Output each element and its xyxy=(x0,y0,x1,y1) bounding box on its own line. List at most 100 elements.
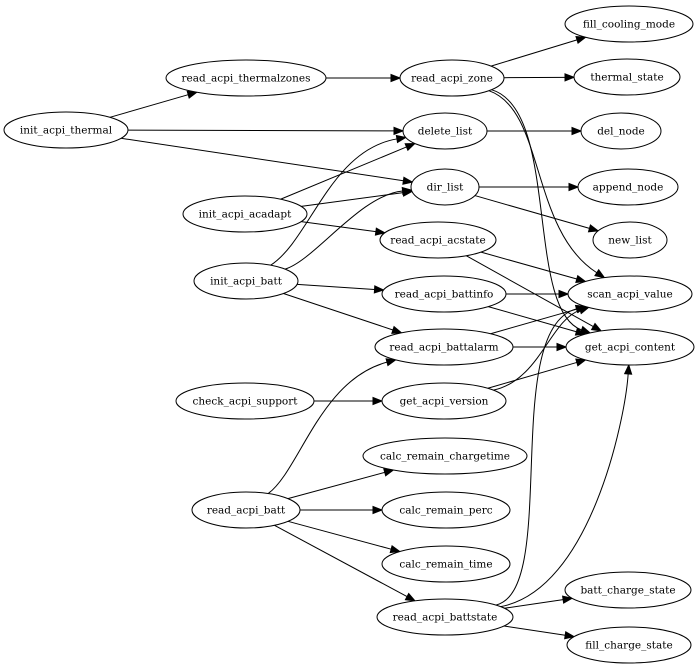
edge-line xyxy=(281,147,407,199)
node-label: batt_charge_state xyxy=(580,585,675,597)
node-label: calc_remain_chargetime xyxy=(380,451,510,463)
edge-dir_list-to-new_list xyxy=(475,196,598,232)
node-label: init_acpi_thermal xyxy=(20,125,113,137)
node-init-acpi-batt[interactable]: init_acpi_batt xyxy=(194,263,298,299)
node-label: read_acpi_acstate xyxy=(390,235,485,247)
node-label: read_acpi_zone xyxy=(411,73,493,85)
node-label: read_acpi_battalarm xyxy=(389,342,498,354)
edge-line xyxy=(285,191,403,269)
edge-init_acpi_batt-to-read_acpi_battinfo xyxy=(297,284,383,293)
edge-delete_list-to-del_node xyxy=(487,128,581,135)
edge-line xyxy=(475,196,590,229)
arrowhead-icon xyxy=(373,507,382,514)
edge-line xyxy=(128,130,394,131)
node-append-node[interactable]: append_node xyxy=(578,169,678,205)
arrowhead-icon xyxy=(391,75,400,82)
edge-line xyxy=(301,222,376,232)
edge-read_acpi_batt-to-calc_remain_time xyxy=(288,521,400,552)
node-calc-remain-time[interactable]: calc_remain_time xyxy=(382,546,510,582)
node-calc-remain-perc[interactable]: calc_remain_perc xyxy=(382,492,510,528)
node-check-acpi-support[interactable]: check_acpi_support xyxy=(176,383,314,419)
edge-read_acpi_zone-to-fill_cooling_mode xyxy=(491,37,586,67)
edge-read_acpi_batt-to-calc_remain_chargetime xyxy=(288,469,394,499)
arrowhead-icon xyxy=(569,184,578,191)
node-label: get_acpi_content xyxy=(585,342,676,354)
arrowhead-icon xyxy=(405,144,415,151)
node-del-node[interactable]: del_node xyxy=(581,113,661,149)
arrowhead-icon xyxy=(572,128,581,135)
node-label: dir_list xyxy=(427,182,464,194)
node-read-acpi-thermalzones[interactable]: read_acpi_thermalzones xyxy=(166,60,326,96)
edge-read_acpi_battstate-to-fill_charge_state xyxy=(504,626,574,639)
edge-line xyxy=(283,293,392,329)
node-batt-charge-state[interactable]: batt_charge_state xyxy=(565,572,691,608)
edge-read_acpi_battstate-to-get_acpi_content xyxy=(501,365,632,607)
node-read-acpi-acstate[interactable]: read_acpi_acstate xyxy=(380,222,496,258)
node-get-acpi-version[interactable]: get_acpi_version xyxy=(382,383,506,419)
node-label: init_acpi_acadapt xyxy=(199,209,293,221)
edge-read_acpi_zone-to-thermal_state xyxy=(504,74,574,81)
arrowhead-icon xyxy=(403,177,412,184)
node-get-acpi-content[interactable]: get_acpi_content xyxy=(566,329,694,365)
edges-layer xyxy=(110,37,632,639)
edge-line xyxy=(488,307,576,332)
node-label: read_acpi_batt xyxy=(207,505,286,517)
arrowhead-icon xyxy=(592,323,602,330)
edge-read_acpi_thermalzones-to-read_acpi_zone xyxy=(326,75,400,82)
arrowhead-icon xyxy=(565,74,574,81)
node-label: fill_charge_state xyxy=(585,640,672,652)
edge-init_acpi_thermal-to-read_acpi_thermalzones xyxy=(110,91,197,117)
node-label: read_acpi_battinfo xyxy=(395,289,494,301)
node-new-list[interactable]: new_list xyxy=(593,222,667,258)
node-label: calc_remain_time xyxy=(399,559,492,571)
edge-line xyxy=(288,521,391,549)
arrowhead-icon xyxy=(576,37,586,44)
edge-init_acpi_acadapt-to-read_acpi_acstate xyxy=(301,222,385,236)
arrowhead-icon xyxy=(589,225,599,232)
node-read-acpi-batt[interactable]: read_acpi_batt xyxy=(192,492,300,528)
arrowhead-icon xyxy=(625,365,632,374)
node-label: fill_cooling_mode xyxy=(583,19,675,31)
edge-init_acpi_batt-to-read_acpi_battalarm xyxy=(283,293,401,333)
node-fill-cooling-mode[interactable]: fill_cooling_mode xyxy=(565,6,693,42)
edge-line xyxy=(121,138,403,180)
edge-line xyxy=(481,252,577,279)
node-read-acpi-battalarm[interactable]: read_acpi_battalarm xyxy=(375,329,513,365)
node-calc-remain-chargetime[interactable]: calc_remain_chargetime xyxy=(363,438,527,474)
node-label: delete_list xyxy=(418,126,473,138)
node-init-acpi-acadapt[interactable]: init_acpi_acadapt xyxy=(183,196,307,232)
node-label: check_acpi_support xyxy=(193,396,299,408)
node-label: read_acpi_thermalzones xyxy=(182,73,311,85)
edge-line xyxy=(488,362,577,388)
edge-init_acpi_thermal-to-dir_list xyxy=(121,138,412,184)
arrowhead-icon xyxy=(373,398,382,405)
arrowhead-icon xyxy=(557,344,566,351)
node-dir-list[interactable]: dir_list xyxy=(411,169,479,205)
node-label: init_acpi_batt xyxy=(210,276,283,288)
node-thermal-state[interactable]: thermal_state xyxy=(574,59,680,95)
node-label: read_acpi_battstate xyxy=(393,612,498,624)
node-read-acpi-battinfo[interactable]: read_acpi_battinfo xyxy=(382,276,506,312)
edge-check_acpi_support-to-get_acpi_version xyxy=(314,398,382,405)
node-label: thermal_state xyxy=(590,72,663,84)
node-read-acpi-zone[interactable]: read_acpi_zone xyxy=(400,60,504,96)
edge-dir_list-to-append_node xyxy=(479,184,578,191)
edge-read_acpi_battalarm-to-scan_acpi_value xyxy=(491,306,586,334)
edge-read_acpi_battalarm-to-get_acpi_content xyxy=(513,344,566,351)
node-delete-list[interactable]: delete_list xyxy=(403,113,487,149)
node-fill-charge-state[interactable]: fill_charge_state xyxy=(567,627,691,663)
edge-line xyxy=(297,284,374,289)
node-label: calc_remain_perc xyxy=(399,505,492,517)
node-read-acpi-battstate[interactable]: read_acpi_battstate xyxy=(377,599,513,635)
arrowhead-icon xyxy=(595,270,604,278)
edge-line xyxy=(504,600,563,609)
node-init-acpi-thermal[interactable]: init_acpi_thermal xyxy=(4,112,128,148)
edge-line xyxy=(491,40,577,66)
edge-line xyxy=(501,374,629,607)
edge-line xyxy=(288,472,385,498)
node-scan-acpi-value[interactable]: scan_acpi_value xyxy=(568,276,692,312)
edge-read_acpi_battinfo-to-scan_acpi_value xyxy=(506,291,568,298)
edge-line xyxy=(110,95,188,118)
